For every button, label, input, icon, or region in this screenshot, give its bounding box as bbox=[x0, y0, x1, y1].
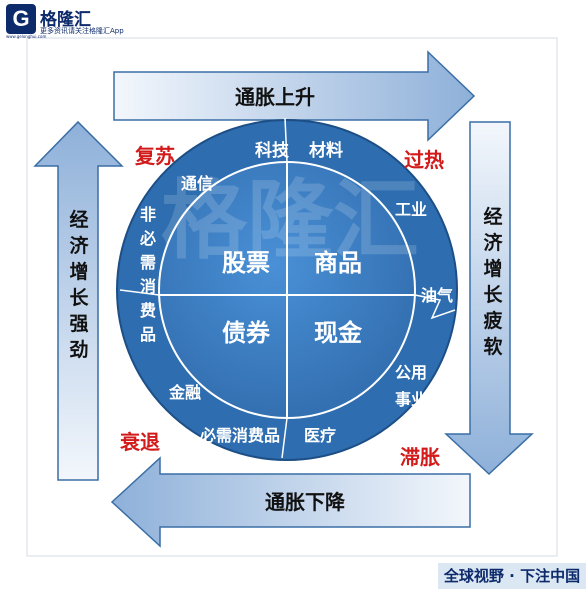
brand-logo: G 格隆汇 更多资讯请关注格隆汇App www.gelonghui.com bbox=[6, 4, 136, 39]
sector-industrial: 工业 bbox=[395, 200, 427, 219]
sector-telecom: 通信 bbox=[181, 174, 213, 193]
inflation-falling-label: 通胀下降 bbox=[265, 490, 346, 514]
phase-recession: 衰退 bbox=[119, 430, 160, 454]
sector-essential-consumer: 必需消费品 bbox=[199, 426, 280, 445]
growth-weakening-label: 经济增长疲软 bbox=[483, 205, 503, 358]
growth-strong-label: 经济增长强劲 bbox=[69, 208, 89, 361]
watermark: 格隆汇 bbox=[161, 171, 419, 271]
asset-commodities: 商品 bbox=[314, 248, 362, 277]
phase-recovery: 复苏 bbox=[134, 144, 175, 168]
sector-oil-gas: 油气 bbox=[421, 286, 453, 305]
sector-utilities: 公用事业 bbox=[395, 363, 427, 409]
inflation-rising-arrow: 通胀上升 bbox=[113, 50, 476, 142]
sector-materials: 材料 bbox=[309, 140, 343, 161]
phase-stagflation: 滞胀 bbox=[400, 445, 440, 469]
sector-tech: 科技 bbox=[255, 140, 290, 161]
sector-healthcare: 医疗 bbox=[304, 426, 336, 445]
logo-mark-icon: G bbox=[6, 4, 36, 34]
inflation-falling-arrow: 通胀下降 bbox=[110, 456, 471, 548]
growth-weakening-arrow: 经济增长疲软 bbox=[444, 121, 534, 476]
asset-cash: 现金 bbox=[314, 318, 363, 347]
footer-slogan: 全球视野 · 下注中国 bbox=[438, 563, 586, 589]
brand-site: www.gelonghui.com bbox=[6, 34, 47, 39]
asset-stocks: 股票 bbox=[222, 248, 270, 277]
inflation-rising-label: 通胀上升 bbox=[235, 85, 315, 109]
phase-overheat: 过热 bbox=[404, 148, 444, 172]
sector-finance: 金融 bbox=[168, 383, 201, 402]
brand-name: 格隆汇 bbox=[40, 10, 91, 30]
growth-strong-arrow: 经济增长强劲 bbox=[33, 120, 124, 481]
asset-bonds: 债券 bbox=[222, 318, 271, 347]
sector-non-essential-consumer: 非必需消费品 bbox=[139, 205, 156, 344]
investment-clock bbox=[116, 117, 458, 461]
brand-tagline: 更多资讯请关注格隆汇App bbox=[40, 27, 124, 35]
